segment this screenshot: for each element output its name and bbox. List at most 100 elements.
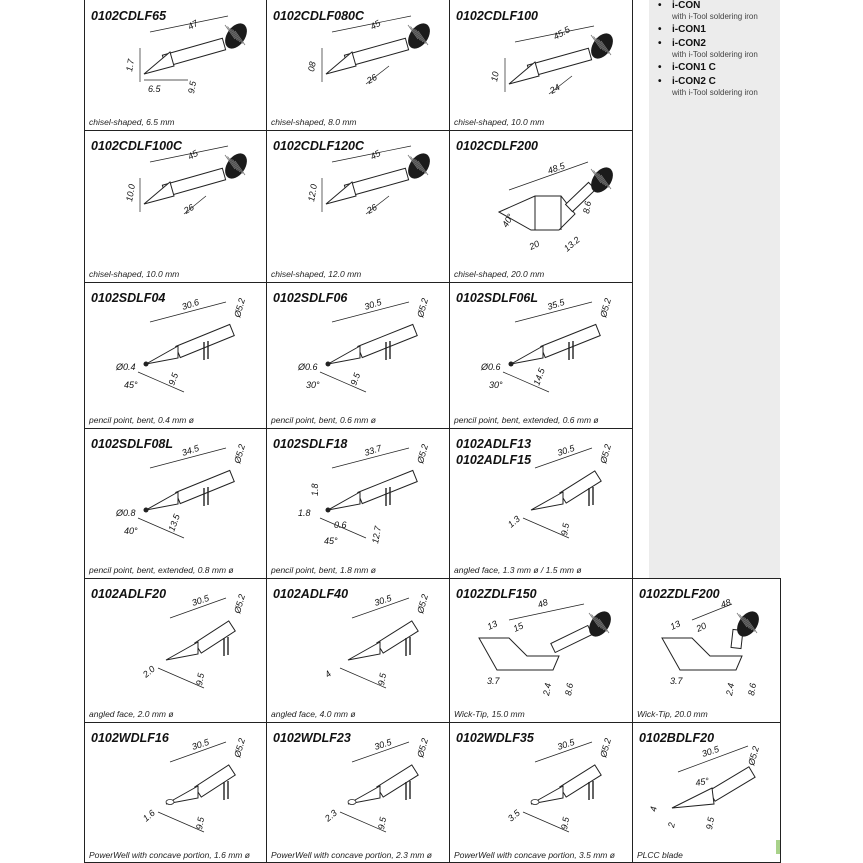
dimension-label: 0.6 [334, 520, 347, 530]
dimension-label: 1.7 [124, 57, 136, 72]
tip-caption: chisel-shaped, 12.0 mm [271, 269, 362, 279]
dimension-label: 9.5 [559, 815, 571, 830]
dimension-line [522, 517, 570, 539]
dimension-label: 12.7 [370, 524, 383, 544]
green-marker [776, 840, 780, 854]
chisel-tip [508, 61, 540, 85]
tip-code: 0102ADLF20 [91, 587, 167, 601]
dimension-line [331, 145, 412, 163]
dimension-label: Ø5.2 [598, 297, 613, 319]
dimension-label: 1.8 [298, 508, 311, 518]
dimension-label: 30.5 [556, 737, 577, 752]
dimension-label: Ø0.4 [115, 362, 136, 372]
tip-caption: chisel-shaped, 20.0 mm [454, 269, 545, 279]
dimension-label: 26 [181, 202, 196, 216]
chisel-tip [143, 181, 175, 205]
dimension-label: 8.6 [581, 200, 593, 214]
dimension-label: 40° [124, 526, 138, 536]
tip-shaft [376, 620, 419, 654]
tip-caption: PowerWell with concave portion, 2.3 mm ø [271, 850, 432, 860]
grid-divider [632, 578, 634, 863]
tip-point [347, 641, 381, 661]
dimension-label: 8.6 [563, 682, 575, 696]
dimension-label: 45° [124, 380, 138, 390]
well-cavity [165, 799, 175, 805]
dimension-line [339, 667, 387, 689]
dimension-label: 9.5 [704, 815, 716, 830]
dimension-label: 6.5 [148, 84, 162, 94]
tip-shaft [540, 323, 601, 359]
dimension-label: 1.3 [506, 514, 522, 530]
dimension-line [169, 741, 227, 763]
dimension-label: 30.5 [191, 737, 212, 752]
dimension-line [351, 741, 410, 763]
dimension-label: 13 [486, 619, 499, 632]
dimension-line [149, 301, 227, 323]
dimension-label: 2.4 [724, 682, 736, 697]
tip-caption: chisel-shaped, 6.5 mm [89, 117, 175, 127]
dimension-label: 12.0 [306, 183, 319, 202]
dimension-label: 9.5 [376, 815, 388, 830]
dimension-line [319, 517, 367, 539]
dimension-line [365, 65, 390, 85]
dimension-label: 20 [694, 621, 708, 635]
dimension-line [691, 603, 733, 621]
dimension-label: 45° [324, 536, 338, 546]
dimension-label: 2.4 [541, 682, 553, 697]
dimension-label: Ø0.6 [480, 362, 501, 372]
dimension-line [137, 371, 185, 393]
dimension-line [548, 75, 573, 95]
tip-caption: chisel-shaped, 10.0 mm [454, 117, 545, 127]
tip-code: 0102ADLF40 [273, 587, 349, 601]
dimension-line [508, 161, 589, 191]
legend-name: i-CON1 C [672, 62, 716, 73]
dimension-label: 9.5 [166, 371, 180, 387]
dimension-label: 9.5 [348, 371, 362, 387]
tip-point [530, 491, 564, 511]
dimension-label: 30.5 [556, 443, 577, 458]
dimension-label: 45 [186, 148, 201, 162]
dimension-label: 45° [695, 776, 711, 788]
tip-caption: chisel-shaped, 10.0 mm [89, 269, 180, 279]
dimension-label: Ø5.2 [232, 443, 247, 465]
legend-name: i-CON [672, 0, 701, 11]
dimension-line [502, 371, 550, 393]
tip-dot [325, 361, 331, 367]
tip-code: 0102SDLF04 [91, 291, 166, 305]
dimension-label: 3.7 [670, 676, 684, 686]
dimension-label: 1.6 [141, 808, 157, 824]
tip-code: 0102CDLF65 [91, 9, 167, 23]
dimension-label: 1.8 [310, 483, 320, 496]
tip-caption: angled face, 4.0 mm ø [271, 709, 356, 719]
dimension-label: 2 [666, 822, 677, 830]
legend-name: i-CON1 [672, 24, 706, 35]
dimension-label: 9.5 [194, 815, 206, 830]
dimension-label: 47 [186, 18, 201, 32]
dimension-label: Ø5.2 [415, 737, 430, 759]
tip-caption: PowerWell with concave portion, 3.5 mm ø [454, 850, 615, 860]
tip-caption: pencil point, bent, 0.6 mm ø [271, 415, 376, 425]
dimension-line [534, 447, 593, 469]
chisel-tip [143, 51, 175, 75]
